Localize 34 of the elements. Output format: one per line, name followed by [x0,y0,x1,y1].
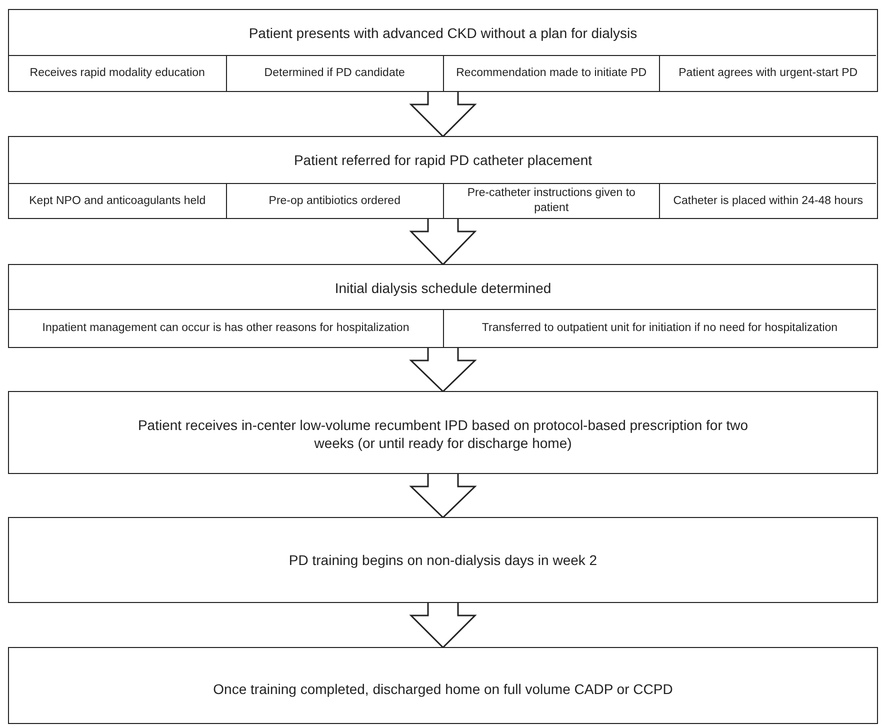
block-arrow [409,346,477,393]
stage-box [8,517,878,603]
substep-text: Recommendation made to initiate PD [456,66,647,81]
substep-cell [659,55,876,91]
substep-text: Inpatient management can occur is has other reasons for hospitalization [42,321,410,336]
step-text: Initial dialysis schedule determined [334,279,552,298]
block-arrow [409,218,477,266]
block-arrow [409,602,477,649]
step-text: Patient presents with advanced CKD without a plan for dialysis [248,24,638,42]
block-arrow [409,472,477,519]
substep-text: Catheter is placed within 24-48 hours [673,194,864,208]
substep-text: Pre-catheter instructions given to patient [466,186,636,216]
substep-text: Pre-op antibiotics ordered [268,194,400,208]
substep-text: Determined if PD candidate [264,66,405,81]
stage-box [8,9,878,92]
block-arrow [409,90,477,138]
stage-box [8,391,878,474]
substep-cell [442,55,660,91]
substep-text: Patient agrees with urgent-start PD [678,66,858,81]
stage-box [8,647,878,724]
substep-cell [226,55,442,91]
substep-cell [659,183,876,218]
step-text: Patient referred for rapid PD catheter placement [292,151,594,170]
substep-cell [442,183,660,218]
stage-box [8,136,878,219]
substep-text: Receives rapid modality education [30,66,205,81]
stage-box [8,264,878,348]
substep-text: Transferred to outpatient unit for initiation if no need for hospitalization [482,321,838,336]
substep-cell [226,183,442,218]
step-text: Once training completed, discharged home on full volume CADP or CCPD [212,680,674,698]
step-text: PD training begins on non-dialysis days in week 2 [288,551,598,570]
step-text: Patient receives in-center low-volume recumbent IPD based on protocol-based prescription for two weeks (or until ready for discharge home) [136,416,750,452]
substep-cell [442,309,876,347]
substep-text: Kept NPO and anticoagulants held [29,194,206,208]
